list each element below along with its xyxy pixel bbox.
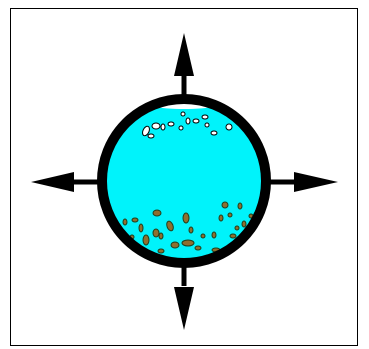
arrow-right-icon — [270, 172, 338, 192]
arrow-down-icon — [174, 258, 194, 330]
sphere — [102, 91, 266, 270]
arrow-left-icon — [31, 172, 100, 192]
arrow-up-icon — [174, 33, 194, 95]
